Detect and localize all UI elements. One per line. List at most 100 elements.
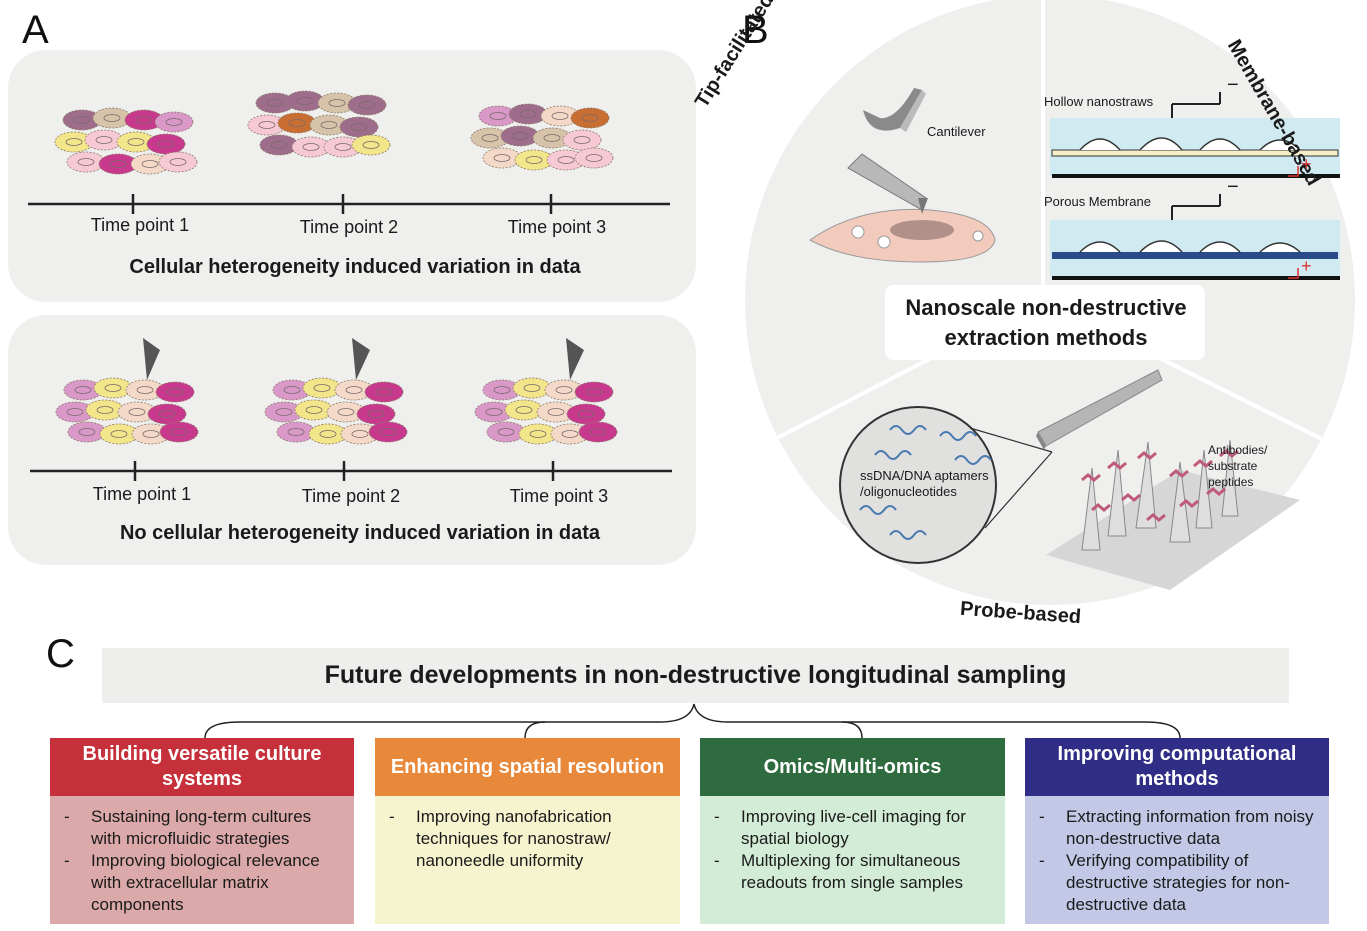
cell-shape	[574, 147, 614, 169]
time-point-label: Time point 2	[301, 486, 401, 506]
cell-shape	[500, 125, 540, 147]
list-item: Improving biological relevance with extr…	[64, 850, 342, 916]
minus-sign: −	[1227, 74, 1239, 96]
box-body-culture-systems: Sustaining long-term cultures with micro…	[50, 796, 354, 924]
panel-b-letter: B	[742, 8, 769, 52]
cell-nucleus	[169, 158, 187, 166]
cell-nucleus	[258, 121, 276, 129]
list-item: Improving nanofabrication techniques for…	[389, 806, 668, 872]
cell-nucleus	[547, 408, 565, 416]
cell-shape	[351, 134, 391, 156]
cell-nucleus	[379, 428, 397, 436]
panel-a-top-caption: Cellular heterogeneity induced variation…	[129, 256, 581, 278]
cell-nucleus	[493, 154, 511, 162]
aptamer-icons	[859, 425, 992, 540]
cell-nucleus	[557, 156, 575, 164]
cell-nucleus	[511, 132, 529, 140]
cell-nucleus	[96, 406, 114, 414]
cell-shape	[147, 403, 187, 425]
cell-nucleus	[135, 116, 153, 124]
cell-nucleus	[165, 118, 183, 126]
cell-shape	[508, 103, 548, 125]
cell-shape	[146, 133, 186, 155]
cell-nucleus	[74, 386, 92, 394]
list-item: Multiplexing for simultaneous readouts f…	[714, 850, 993, 894]
cell-shape	[562, 129, 602, 151]
box-head-spatial-resolution: Enhancing spatial resolution	[375, 738, 680, 796]
peptide-mark	[1193, 459, 1213, 468]
cell-nucleus	[367, 410, 385, 418]
list-item: Extracting information from noisy non-de…	[1039, 806, 1317, 850]
cell-shape	[67, 421, 107, 443]
cell-nucleus	[350, 123, 368, 131]
cell-nucleus	[589, 428, 607, 436]
time-point-label: Time point 1	[90, 215, 190, 235]
cell-nucleus	[73, 116, 91, 124]
cell-shape	[570, 107, 610, 129]
probe-tip-3	[566, 338, 584, 380]
cell-shape	[368, 421, 408, 443]
nanostraw-device-icon	[1050, 92, 1340, 178]
aptamer-mark	[889, 530, 927, 540]
cell-nucleus	[287, 428, 305, 436]
cell-nucleus	[266, 99, 284, 107]
center-title: Nanoscale non-destructive extraction met…	[905, 295, 1187, 350]
cell-nucleus	[345, 386, 363, 394]
plus-sign: +	[1301, 154, 1312, 174]
magnifier-circle	[839, 406, 997, 564]
cell-nucleus	[585, 154, 603, 162]
peptide-mark	[1081, 473, 1101, 482]
box-body-omics: Improving live-cell imaging for spatial …	[700, 796, 1005, 924]
cell-shape	[85, 399, 125, 421]
bracket-connector	[204, 703, 1181, 739]
panel-b-graphics	[745, 0, 1355, 605]
cell-shape	[512, 377, 552, 399]
cell-nucleus	[362, 141, 380, 149]
cell-nucleus	[275, 408, 293, 416]
cell-shape	[504, 399, 544, 421]
cell-nucleus	[555, 386, 573, 394]
cell-nucleus	[110, 430, 128, 438]
time-point-label: Time point 3	[509, 486, 609, 506]
list-item: Sustaining long-term cultures with micro…	[64, 806, 342, 850]
cell-nucleus	[104, 384, 122, 392]
cell-nucleus	[270, 141, 288, 149]
nanoneedle-array-icon	[1081, 439, 1239, 551]
peptide-mark	[1146, 513, 1166, 522]
box-head-omics: Omics/Multi-omics	[700, 738, 1005, 796]
cell-shape	[276, 421, 316, 443]
cell-shape	[92, 107, 132, 129]
peptide-mark	[1137, 451, 1157, 460]
cell-shape	[356, 403, 396, 425]
cell-shape	[277, 112, 317, 134]
cell-nucleus	[551, 112, 569, 120]
cell-nucleus	[142, 430, 160, 438]
cell-shape	[259, 134, 299, 156]
cell-nucleus	[515, 406, 533, 414]
cell-shape	[578, 421, 618, 443]
nucleus-icon	[890, 220, 954, 240]
peptide-mark	[1179, 499, 1199, 508]
cell-shape	[482, 147, 522, 169]
cell-shape	[84, 129, 124, 151]
box-head-culture-systems: Building versatile culture systems	[50, 738, 354, 796]
cell-shape	[93, 377, 133, 399]
porous-membrane-label: Porous Membrane	[1044, 194, 1151, 209]
cell-nucleus	[328, 99, 346, 107]
cell-nucleus	[128, 408, 146, 416]
cell-nucleus	[166, 388, 184, 396]
cell-nucleus	[302, 143, 320, 151]
cantilever-icon	[863, 88, 926, 132]
list-item: Improving live-cell imaging for spatial …	[714, 806, 993, 850]
aptamer-mark	[939, 431, 977, 441]
cell-nucleus	[489, 112, 507, 120]
peptide-mark	[1169, 469, 1189, 478]
box-body-spatial-resolution: Improving nanofabrication techniques for…	[375, 796, 680, 924]
aptamer-mark	[874, 450, 912, 460]
cell-nucleus	[78, 428, 96, 436]
plus-sign: +	[1301, 256, 1312, 276]
cell-nucleus	[313, 384, 331, 392]
future-developments-title: Future developments in non-destructive l…	[102, 648, 1289, 703]
hollow-nanostraws-label: Hollow nanostraws	[1044, 94, 1154, 109]
cell-shape	[155, 381, 195, 403]
